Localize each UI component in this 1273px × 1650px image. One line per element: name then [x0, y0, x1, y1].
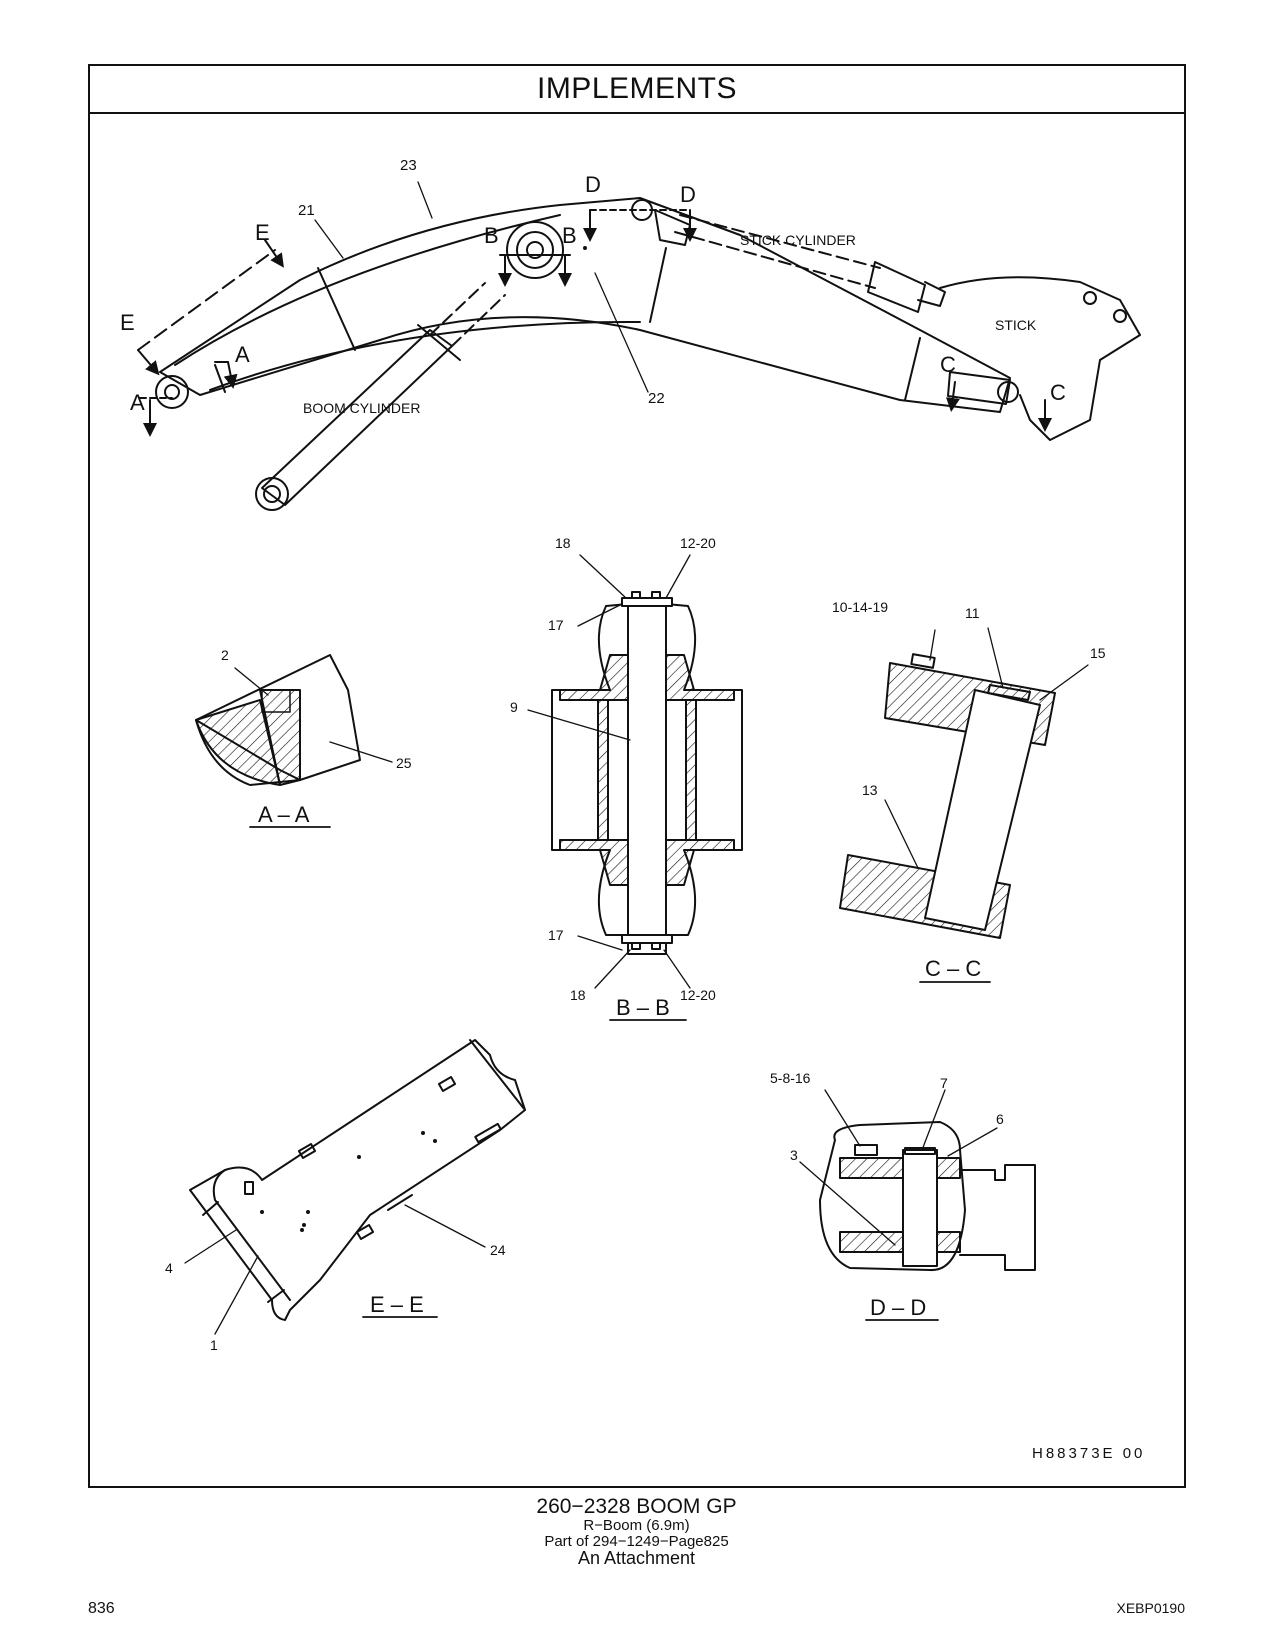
section-marker-c-right: C [1050, 380, 1066, 405]
callout-15: 15 [1090, 645, 1106, 661]
callout-12-20-top: 12-20 [680, 535, 716, 551]
drawing-frame: IMPLEMENTS [88, 64, 1186, 1488]
callout-6: 6 [996, 1111, 1004, 1127]
callout-17-top: 17 [548, 617, 564, 633]
section-title-dd: D – D [870, 1295, 926, 1320]
callout-7: 7 [940, 1075, 948, 1091]
section-marker-e-lower: E [120, 310, 135, 335]
callout-10-14-19: 10-14-19 [832, 599, 888, 615]
callout-24: 24 [490, 1242, 506, 1258]
callout-4: 4 [165, 1260, 173, 1276]
section-marker-d-left: D [585, 172, 601, 197]
stick-label: STICK [995, 317, 1037, 333]
caption-attachment: An Attachment [577, 1548, 696, 1568]
section-aa-view [195, 654, 393, 828]
section-marker-b-left: B [484, 223, 499, 248]
callout-12-20-bottom: 12-20 [680, 987, 716, 1003]
section-marker-a-left: A [130, 390, 145, 415]
caption-part-of: Part of 294−1249−Page825 [544, 1533, 729, 1550]
section-bb-view [527, 554, 743, 1021]
section-title-bb: B – B [616, 995, 670, 1020]
section-cc-view [839, 627, 1089, 983]
section-ee-view [184, 1039, 526, 1335]
callout-2: 2 [221, 647, 229, 663]
section-title-ee: E – E [370, 1292, 424, 1317]
callout-3: 3 [790, 1147, 798, 1163]
callout-5-8-16: 5-8-16 [770, 1070, 811, 1086]
callout-23: 23 [400, 157, 417, 174]
page-title: IMPLEMENTS [90, 66, 1184, 114]
section-marker-b-right: B [562, 223, 577, 248]
section-marker-e-upper: E [255, 220, 270, 245]
callout-21: 21 [298, 202, 315, 219]
boom-cylinder-label: BOOM CYLINDER [303, 400, 420, 416]
page-number: 836 [88, 1600, 115, 1617]
callout-13: 13 [862, 782, 878, 798]
section-marker-d-right: D [680, 182, 696, 207]
callout-17-bottom: 17 [548, 927, 564, 943]
document-code: XEBP0190 [1116, 1600, 1186, 1616]
callout-18-top: 18 [555, 535, 571, 551]
callout-22: 22 [648, 390, 665, 407]
callout-1: 1 [210, 1337, 218, 1353]
section-marker-c-left: C [940, 352, 956, 377]
section-title-aa: A – A [258, 802, 310, 827]
callout-18-bottom: 18 [570, 987, 586, 1003]
callout-25: 25 [396, 755, 412, 771]
section-title-cc: C – C [925, 956, 981, 981]
drawing-number: H88373E 00 [1032, 1445, 1145, 1462]
callout-9: 9 [510, 699, 518, 715]
section-marker-a-right: A [235, 342, 250, 367]
caption-model: R−Boom (6.9m) [583, 1517, 690, 1534]
boom-main-view [137, 181, 1141, 511]
section-dd-view [799, 1089, 1036, 1321]
part-number-caption: 260−2328 BOOM GP [536, 1495, 737, 1518]
callout-11: 11 [965, 605, 980, 621]
stick-cylinder-label: STICK CYLINDER [740, 232, 856, 248]
